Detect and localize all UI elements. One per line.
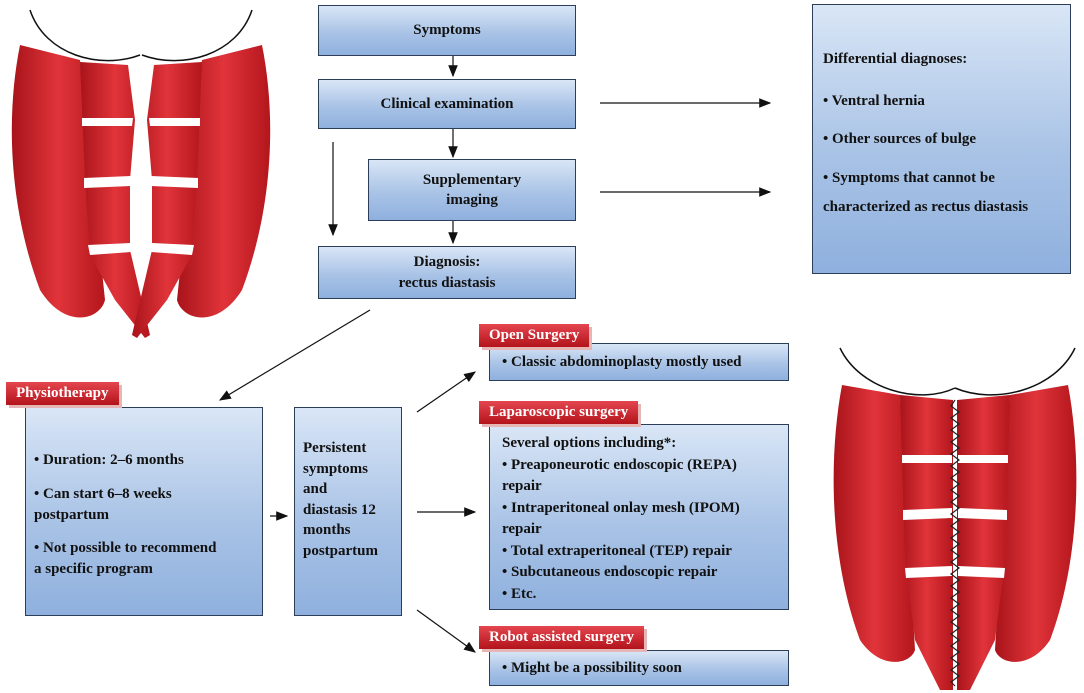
laparoscopic-line: • Subcutaneous endoscopic repair — [502, 564, 718, 580]
diagnosis-box: Diagnosis: rectus diastasis — [318, 246, 576, 299]
right-illustration — [833, 347, 1077, 690]
arrow-persistent-to-open — [416, 371, 476, 413]
physio-line: • Duration: 2–6 months — [34, 452, 184, 468]
laparoscopic-line: Several options including*: — [502, 435, 677, 451]
persistent-line: months — [303, 522, 351, 538]
physio-line: a specific program — [34, 561, 153, 577]
persistent-line: symptoms — [303, 460, 369, 477]
differential-diagnoses-box: Differential diagnoses: • Ventral hernia… — [812, 4, 1071, 274]
diagnosis-label-line2: rectus diastasis — [398, 274, 496, 291]
physio-line: postpartum — [34, 507, 110, 523]
differential-item: • Other sources of bulge — [823, 131, 977, 147]
robot-surgery-box: • Might be a possibility soon — [489, 650, 789, 686]
symptoms-box: Symptoms — [318, 5, 576, 56]
left-illustration — [11, 9, 271, 338]
persistent-line: and — [303, 481, 328, 497]
laparoscopic-line: • Preaponeurotic endoscopic (REPA) — [502, 456, 737, 473]
robot-surgery-tag: Robot assisted surgery — [479, 626, 644, 649]
clinical-exam-box: Clinical examination — [318, 79, 576, 129]
laparoscopic-tag: Laparoscopic surgery — [479, 401, 639, 424]
physio-line: • Not possible to recommend — [34, 540, 217, 556]
laparoscopic-line: repair — [502, 521, 542, 537]
laparoscopic-line: repair — [502, 478, 542, 494]
laparoscopic-box: Several options including*: • Preaponeur… — [489, 424, 789, 610]
physiotherapy-box: • Duration: 2–6 months • Can start 6–8 w… — [25, 407, 263, 616]
differential-item: • Symptoms that cannot be — [823, 170, 995, 186]
clinical-exam-label: Clinical examination — [380, 95, 514, 112]
persistent-line: Persistent — [303, 440, 367, 456]
open-surgery-tag: Open Surgery — [479, 324, 590, 347]
diagnosis-label-line1: Diagnosis: — [413, 254, 481, 271]
imaging-label-line1: Supplementary — [422, 171, 522, 188]
supplementary-imaging-box: Supplementary imaging — [368, 159, 576, 221]
robot-surgery-text: • Might be a possibility soon — [502, 660, 682, 676]
persistent-line: diastasis 12 — [303, 501, 376, 518]
arrow-diagnosis-to-physio — [218, 309, 371, 401]
persistent-line: postpartum — [303, 542, 379, 559]
arrow-persistent-to-robot — [416, 609, 476, 653]
open-surgery-box: • Classic abdominoplasty mostly used — [489, 343, 789, 381]
symptoms-label: Symptoms — [413, 22, 481, 39]
persistent-text: Persistent symptoms and diastasis 12 mon… — [303, 438, 378, 561]
differential-title: Differential diagnoses: — [823, 51, 968, 67]
laparoscopic-line: • Etc. — [502, 585, 537, 602]
open-surgery-text: • Classic abdominoplasty mostly used — [502, 354, 742, 370]
physio-line: • Can start 6–8 weeks — [34, 486, 172, 502]
physiotherapy-tag: Physiotherapy — [6, 382, 119, 405]
flow-arrows — [218, 56, 772, 653]
laparoscopic-line: • Total extraperitoneal (TEP) repair — [502, 542, 732, 559]
laparoscopic-line: • Intraperitoneal onlay mesh (IPOM) — [502, 499, 740, 516]
persistent-box: Persistent symptoms and diastasis 12 mon… — [294, 407, 402, 616]
differential-item-cont: characterized as rectus diastasis — [823, 199, 1029, 215]
differential-item: • Ventral hernia — [823, 93, 925, 109]
imaging-label-line2: imaging — [446, 192, 498, 208]
laparoscopic-text: Several options including*: • Preaponeur… — [502, 433, 740, 605]
